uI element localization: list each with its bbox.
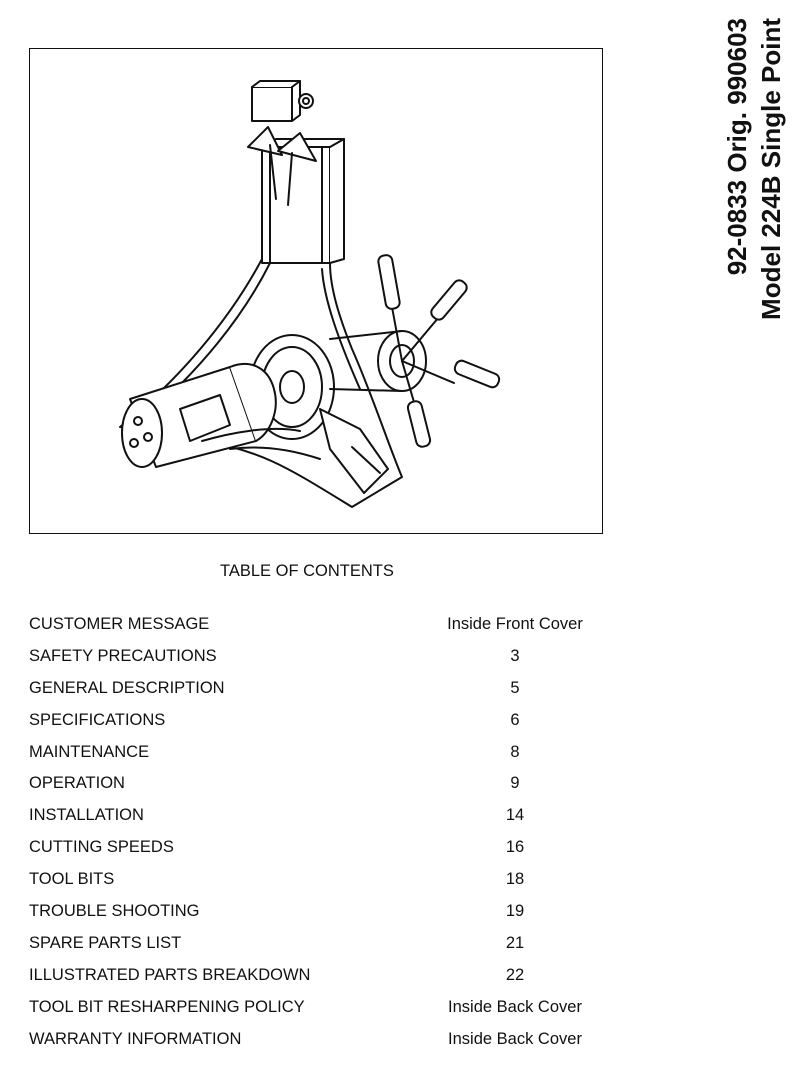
toc-entry-title: GENERAL DESCRIPTION [29,678,225,697]
toc-entry-title: MAINTENANCE [29,742,150,761]
toc-entry-title: TOOL BITS [29,870,115,889]
toc-entry: CUTTING SPEEDS 16 [29,832,599,864]
toc-entry-page: 3 [510,646,520,665]
toc-entry: INSTALLATION 14 [29,800,599,832]
toc-entry-page: Inside Back Cover [448,1029,582,1048]
toc-entry-title: CUSTOMER MESSAGE [29,615,210,633]
toc-entry-page: 9 [510,774,520,793]
toc-entry: MAINTENANCE 8 [29,737,599,769]
toc-entry-title: WARRANTY INFORMATION [29,1029,242,1048]
toc-entry-title: TOOL BIT RESHARPENING POLICY [29,997,305,1016]
toc-heading: TABLE OF CONTENTS [220,562,394,580]
toc-entry: WARRANTY INFORMATION Inside Back Cover [29,1024,599,1056]
toc-entry-page: 22 [505,965,525,984]
toc-entry-title: SAFETY PRECAUTIONS [29,646,217,665]
toc-entry: OPERATION 9 [29,768,599,800]
toc-entry: TROUBLE SHOOTING 19 [29,896,599,928]
toc-entry-page: 8 [510,742,520,761]
toc-entry-title: SPARE PARTS LIST [29,933,182,952]
toc-entry: TOOL BITS 18 [29,864,599,896]
toc-entry: SPARE PARTS LIST 21 [29,928,599,960]
toc-entry-page: Inside Front Cover [447,615,583,633]
toc-entry-page: 16 [505,838,525,857]
toc-entry-title: CUTTING SPEEDS [29,838,174,857]
toc-entry: TOOL BIT RESHARPENING POLICY Inside Back… [29,992,599,1024]
toc-entry: ILLUSTRATED PARTS BREAKDOWN 22 [29,960,599,992]
machine-tool-illustration [119,80,501,508]
toc-entry: SAFETY PRECAUTIONS 3 [29,641,599,673]
toc-entry: CUSTOMER MESSAGE Inside Front Cover [29,609,599,641]
toc-list: CUSTOMER MESSAGE Inside Front Cover SAFE… [29,609,599,1055]
toc-entry-title: ILLUSTRATED PARTS BREAKDOWN [29,965,311,984]
toc-entry-page: Inside Back Cover [448,997,582,1016]
toc-entry-title: INSTALLATION [29,806,144,825]
toc-entry-page: 19 [505,902,525,921]
illustration-frame [29,48,603,534]
toc-entry-page: 18 [505,870,525,889]
toc-entry-title: SPECIFICATIONS [29,710,166,729]
toc-entry-page: 21 [505,933,525,952]
toc-entry: GENERAL DESCRIPTION 5 [29,673,599,705]
toc-entry-title: OPERATION [29,774,125,793]
document-title-block: 92-0833 Orig. 990603 Model 224B Single P… [720,18,792,348]
toc-entry-page: 14 [505,806,525,825]
toc-entry-page: 6 [510,710,520,729]
model-title: Model 224B Single Point [756,18,786,320]
toc-entry-title: TROUBLE SHOOTING [29,902,200,921]
document-number: 92-0833 Orig. 990603 [722,18,752,276]
toc-entry: SPECIFICATIONS 6 [29,705,599,737]
toc-entry-page: 5 [510,678,520,697]
